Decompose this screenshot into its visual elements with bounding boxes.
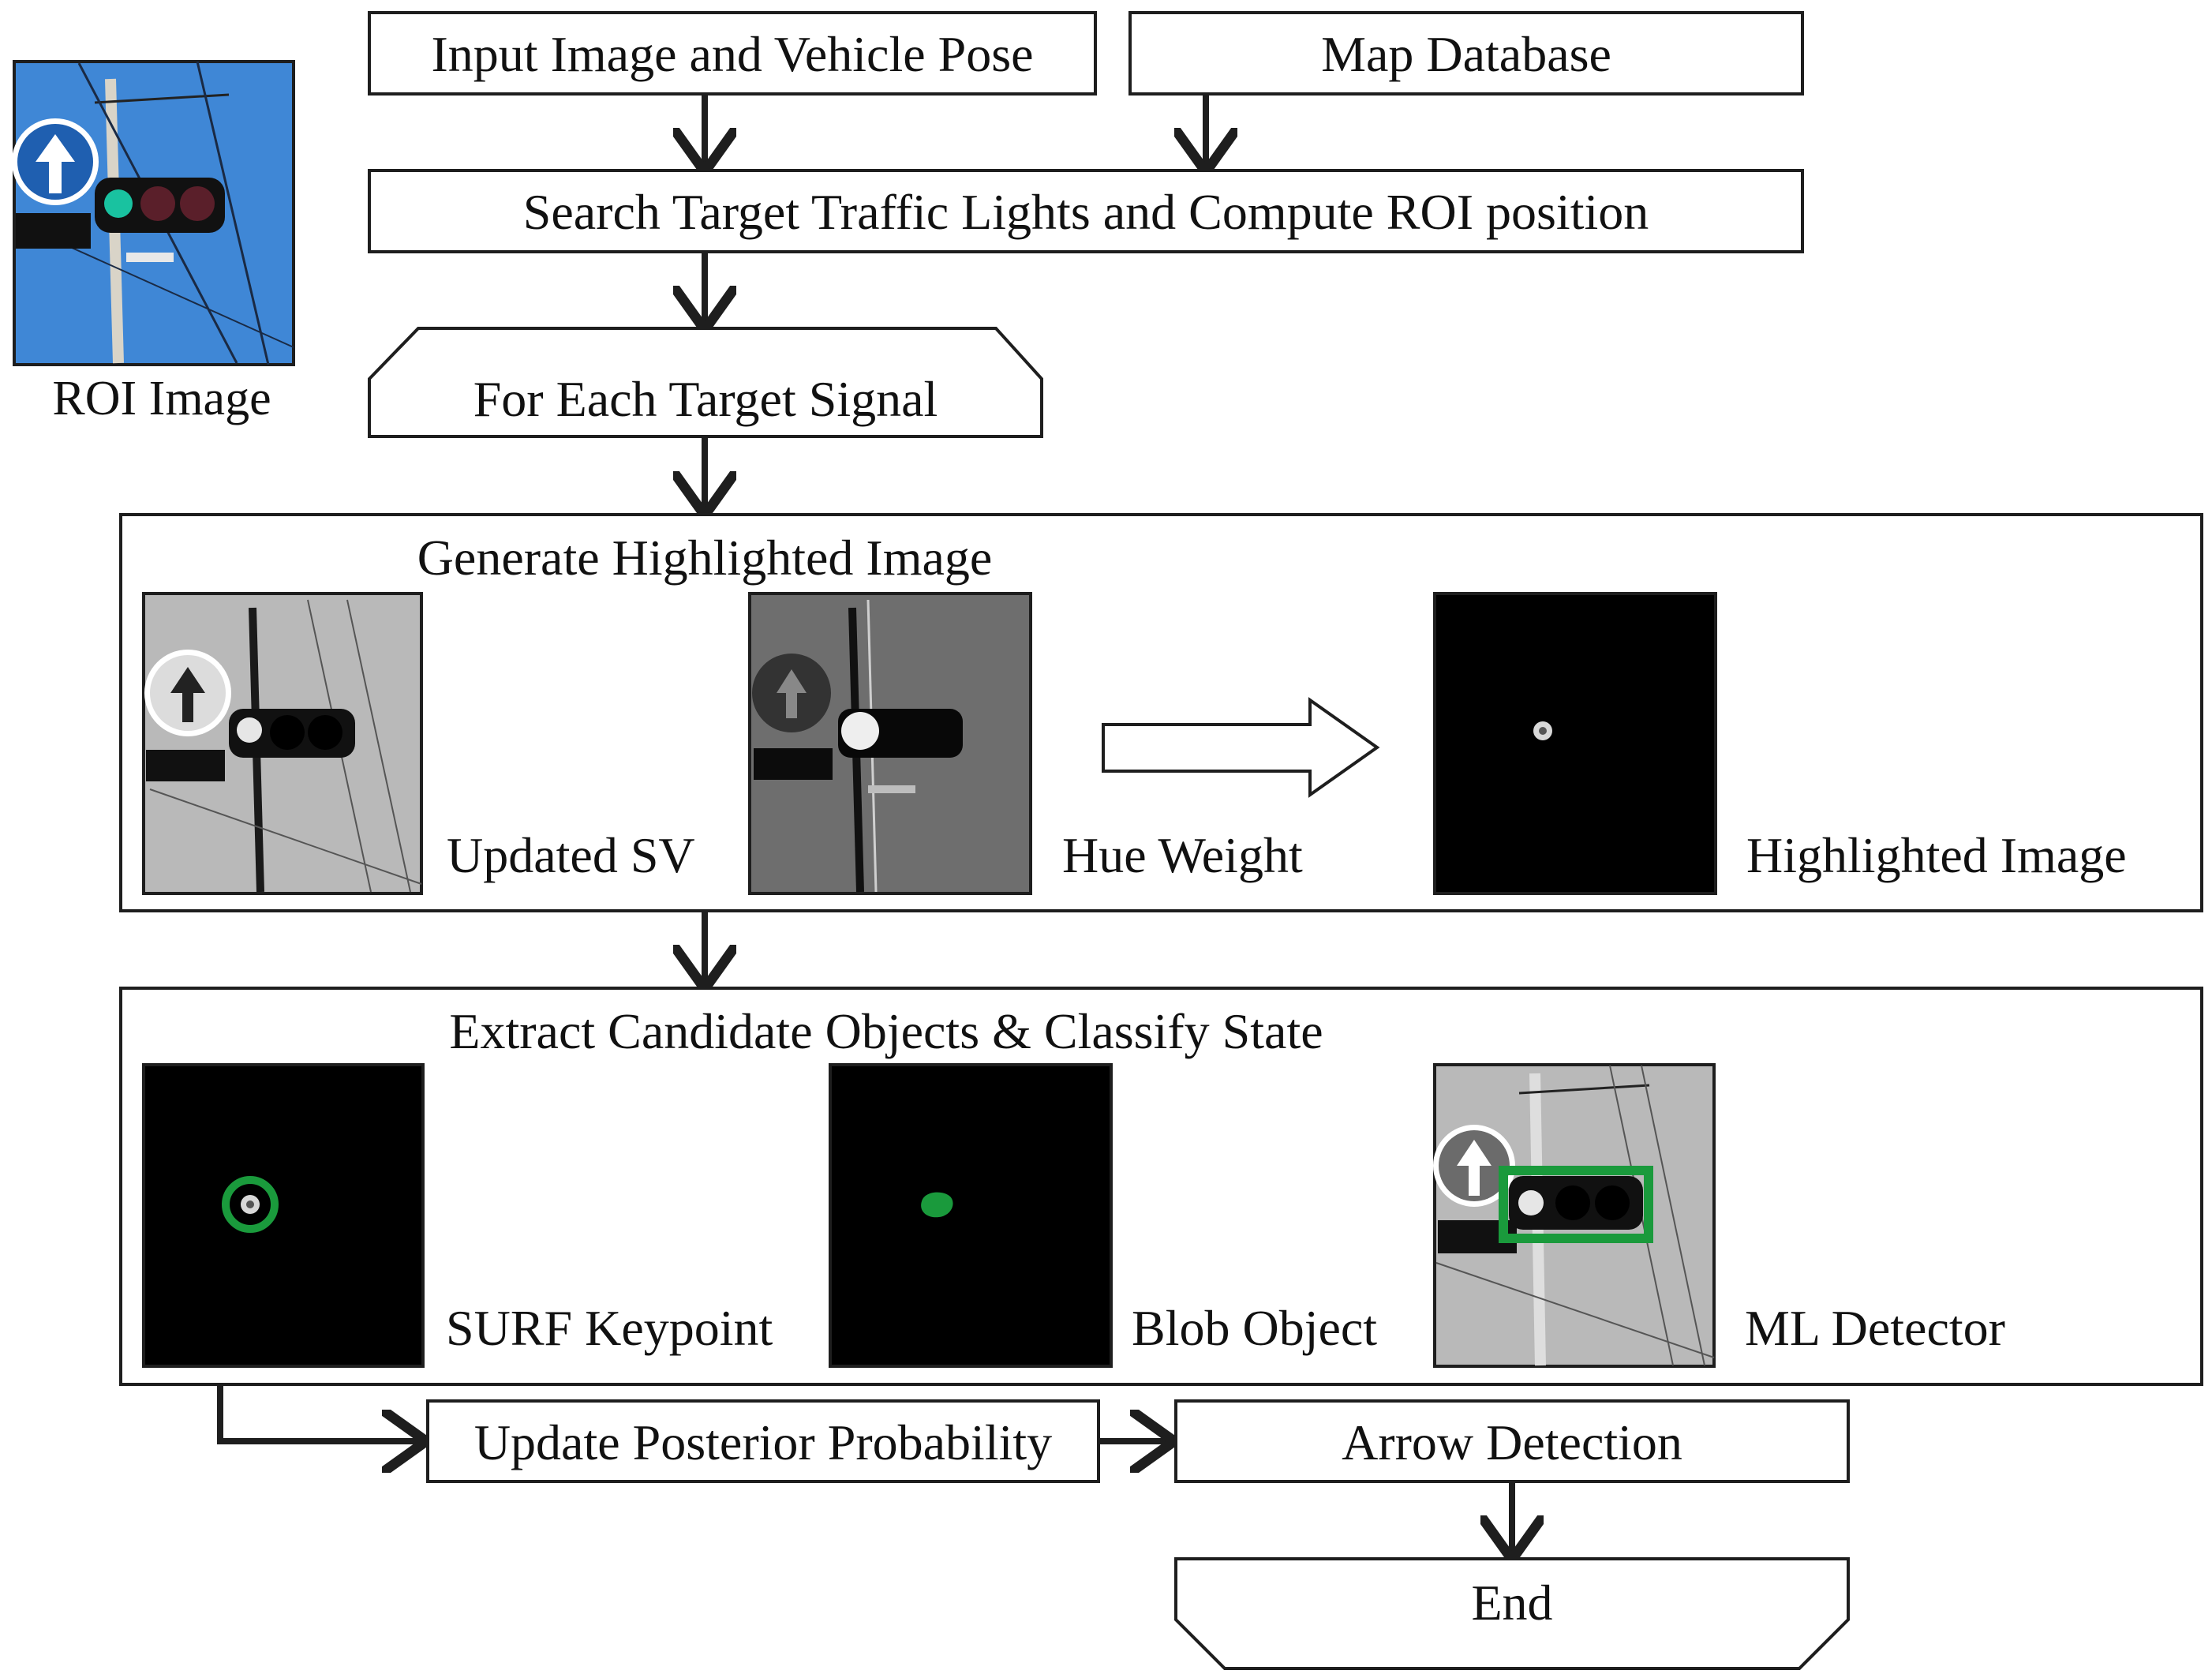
map-database-box bbox=[1128, 11, 1804, 96]
input-box-label: Input Image and Vehicle Pose bbox=[431, 26, 1033, 82]
extract-panel-title: Extract Candidate Objects & Classify Sta… bbox=[449, 1003, 1323, 1059]
blob-object-image bbox=[829, 1063, 1113, 1368]
search-box-label: Search Target Traffic Lights and Compute… bbox=[523, 184, 1649, 240]
extract-panel bbox=[119, 987, 2203, 1386]
updated-sv-caption: Updated SV bbox=[447, 827, 695, 883]
highlight-panel-title: Generate Highlighted Image bbox=[417, 530, 993, 586]
posterior-box-label: Update Posterior Probability bbox=[474, 1414, 1052, 1470]
loop-box-label: For Each Target Signal bbox=[473, 371, 938, 427]
surf-keypoint-caption: SURF Keypoint bbox=[446, 1300, 773, 1356]
map-database-label: Map Database bbox=[1321, 26, 1611, 82]
blob-object-caption: Blob Object bbox=[1132, 1300, 1377, 1356]
end-box bbox=[1174, 1557, 1850, 1670]
input-box bbox=[368, 11, 1097, 96]
arrow-extract-posterior bbox=[217, 1384, 420, 1441]
surf-keypoint-image bbox=[142, 1063, 425, 1368]
arrow-detection-box bbox=[1174, 1399, 1850, 1483]
ml-detector-caption: ML Detector bbox=[1745, 1300, 2005, 1356]
highlighted-image-caption: Highlighted Image bbox=[1746, 827, 2127, 883]
ml-detector-image bbox=[1433, 1063, 1716, 1368]
hue-weight-caption: Hue Weight bbox=[1062, 827, 1303, 883]
search-box bbox=[368, 169, 1804, 253]
process-arrow-icon bbox=[1102, 697, 1380, 798]
highlighted-image bbox=[1433, 592, 1717, 895]
hue-weight-image bbox=[748, 592, 1032, 895]
highlight-panel bbox=[119, 513, 2203, 912]
roi-image bbox=[12, 60, 295, 366]
end-box-label: End bbox=[1471, 1575, 1552, 1631]
arrow-detection-label: Arrow Detection bbox=[1342, 1414, 1682, 1470]
roi-caption: ROI Image bbox=[52, 372, 271, 425]
loop-box bbox=[368, 327, 1043, 438]
updated-sv-image bbox=[142, 592, 423, 895]
